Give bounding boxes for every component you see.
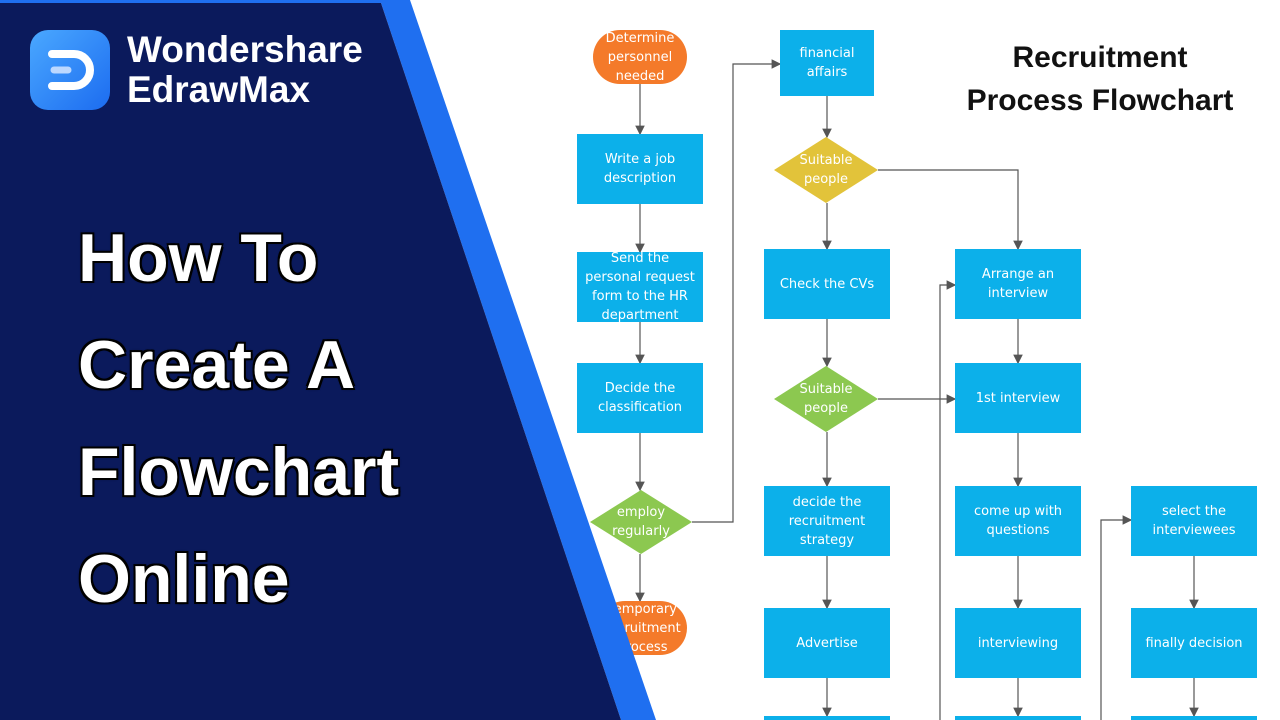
node-interviewing[interactable]: interviewing <box>955 608 1081 678</box>
headline-line: Flowchart <box>78 434 400 510</box>
node-determine-personnel[interactable]: Determine personnel needed <box>593 30 687 84</box>
node-employ-regularly[interactable]: employ regularly <box>590 490 692 554</box>
brand-line: EdrawMax <box>127 69 311 110</box>
headline-line: How To <box>78 220 319 296</box>
node-come-up-questions[interactable]: come up with questions <box>955 486 1081 556</box>
title-line: Process Flowchart <box>966 84 1234 117</box>
node-advertise[interactable]: Advertise <box>764 608 890 678</box>
headline-line: Create A <box>78 327 356 403</box>
node-send-request-form[interactable]: Send the personal request form to the HR… <box>577 251 703 323</box>
node-temporary-recruitment[interactable]: Temporary recruitment process <box>598 601 687 655</box>
edrawmax-logo-icon <box>30 30 110 110</box>
node-financial-affairs[interactable]: financial affairs <box>780 30 874 96</box>
title-line: Recruitment <box>1012 41 1188 74</box>
node-select-interviewees[interactable]: select the interviewees <box>1131 486 1257 556</box>
node-label: Suitable people <box>799 382 853 416</box>
node-check-cvs[interactable]: Check the CVs <box>764 249 890 319</box>
headline-line: Online <box>78 541 290 617</box>
node-arrange-interview[interactable]: Arrange an interview <box>955 249 1081 319</box>
brand-line: Wondershare <box>127 29 363 70</box>
node-final-decision[interactable]: finally decision <box>1131 608 1257 678</box>
node-suitable-people-2[interactable]: Suitable people <box>774 366 878 432</box>
node-recruitment-strategy[interactable]: decide the recruitment strategy <box>764 486 890 556</box>
node-decide-classification[interactable]: Decide the classification <box>577 363 703 433</box>
node-label: Suitable people <box>799 153 853 187</box>
node-suitable-people-1[interactable]: Suitable people <box>774 137 878 203</box>
node-label: employ regularly <box>612 505 670 539</box>
headline: How To Create A Flowchart Online <box>78 205 399 633</box>
node-write-job-description[interactable]: Write a job description <box>577 134 703 204</box>
node-first-interview[interactable]: 1st interview <box>955 363 1081 433</box>
